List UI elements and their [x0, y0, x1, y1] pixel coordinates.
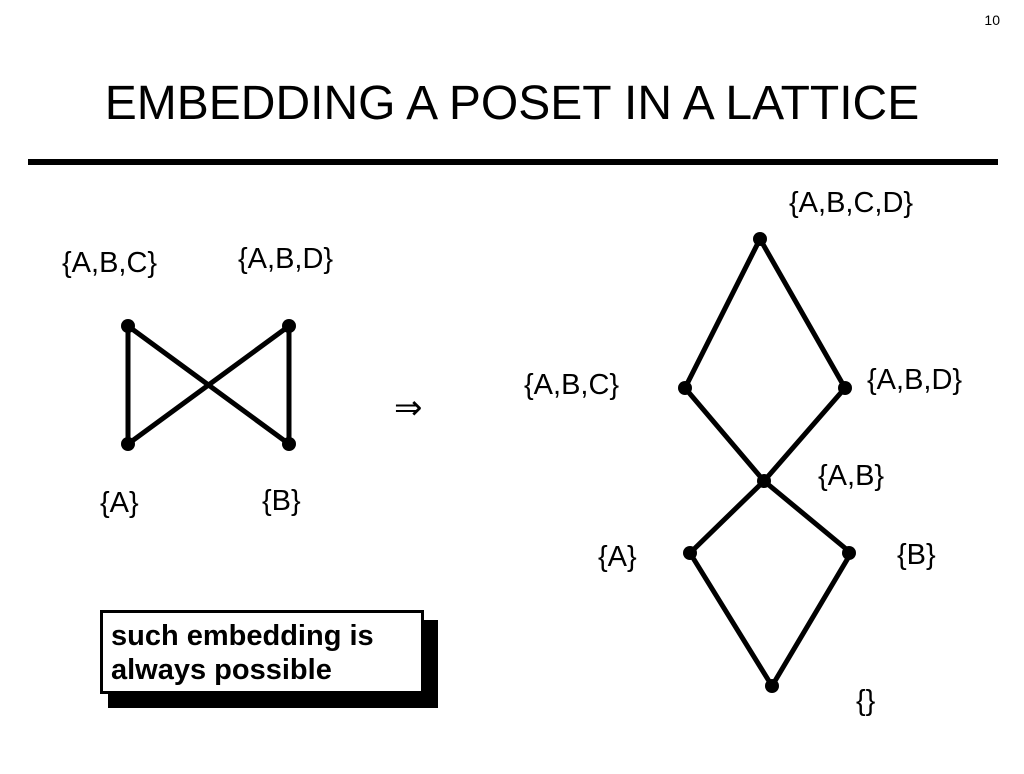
lattice-label-abcd: {A,B,C,D} — [789, 187, 914, 219]
poset-diagram — [125, 323, 292, 447]
title-rule — [28, 159, 998, 165]
note-line-2: always possible — [111, 654, 332, 686]
poset-label-abc: {A,B,C} — [62, 247, 158, 279]
lattice-label-b: {B} — [897, 539, 936, 571]
poset-node-b — [282, 437, 296, 451]
lattice-edge-abcd-abd — [757, 236, 848, 391]
implies-arrow: ⇒ — [394, 388, 423, 428]
poset-node-abd — [282, 319, 296, 333]
lattice-edge-abc-ab — [682, 385, 767, 484]
lattice-nodes — [678, 232, 856, 693]
lattice-label-a: {A} — [598, 541, 637, 573]
poset-label-a: {A} — [100, 487, 139, 519]
lattice-node-a — [683, 546, 697, 560]
lattice-node-abd — [838, 381, 852, 395]
poset-node-a — [121, 437, 135, 451]
poset-label-b: {B} — [262, 485, 301, 517]
lattice-diagram — [682, 236, 854, 689]
note-line-1: such embedding is — [111, 620, 374, 652]
lattice-edge-ab-b — [761, 478, 854, 556]
lattice-node-abcd — [753, 232, 767, 246]
lattice-label-abd: {A,B,D} — [867, 364, 963, 396]
lattice-node-empty — [765, 679, 779, 693]
poset-node-abc — [121, 319, 135, 333]
lattice-edge-abd-ab — [761, 385, 848, 484]
lattice-edge-abcd-abc — [682, 236, 763, 391]
lattice-label-ab: {A,B} — [818, 460, 885, 492]
lattice-edge-a-empty — [687, 550, 775, 689]
lattice-node-b — [842, 546, 856, 560]
slide-title: EMBEDDING A POSET IN A LATTICE — [104, 77, 920, 130]
note-box: such embedding is always possible — [100, 610, 424, 694]
page-number: 10 — [984, 12, 1000, 28]
lattice-label-empty: {} — [856, 685, 876, 717]
lattice-node-abc — [678, 381, 692, 395]
lattice-label-abc: {A,B,C} — [524, 369, 620, 401]
poset-nodes — [121, 319, 296, 451]
poset-edge-b-abc — [125, 323, 292, 447]
lattice-edge-ab-a — [687, 478, 767, 556]
lattice-node-ab — [757, 474, 771, 488]
poset-label-abd: {A,B,D} — [238, 243, 334, 275]
lattice-edge-b-empty — [769, 550, 854, 689]
